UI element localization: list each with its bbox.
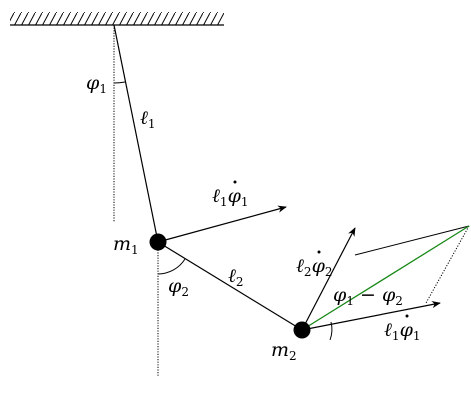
- label-l1: ℓ1: [140, 107, 156, 131]
- label-phi-difference: φ1 − φ2: [333, 284, 403, 308]
- velocity-vector-l1-phi1dot: [301, 301, 441, 331]
- time-derivative-dot: [233, 180, 237, 184]
- label-m2: m2: [271, 339, 297, 363]
- svg-text:ℓ1φ1: ℓ1φ1: [384, 319, 421, 343]
- label-l1-phi1-dot: ℓ1φ1: [212, 180, 249, 209]
- label-l2-phi2-dot: ℓ2φ2: [296, 250, 333, 279]
- angle-arc-phi2: [157, 258, 186, 275]
- label-phi1: φ1: [86, 72, 107, 96]
- label-m1: m1: [113, 233, 139, 257]
- svg-text:ℓ1φ1: ℓ1φ1: [212, 185, 249, 209]
- mass-m2: [293, 321, 311, 339]
- label-l2: ℓ2: [228, 265, 244, 289]
- resultant-velocity-line: [301, 225, 470, 331]
- time-derivative-dot: [317, 250, 321, 254]
- mass-m1: [149, 233, 167, 251]
- velocity-vector-l2-phi2dot: [301, 227, 356, 331]
- ceiling-support: [10, 12, 224, 26]
- velocity-vector-m1: [157, 205, 287, 243]
- label-l1-phi1-dot-m2: ℓ1φ1: [384, 314, 421, 343]
- label-phi2: φ2: [168, 275, 189, 299]
- ceiling-hatching: [10, 12, 224, 25]
- time-derivative-dot: [405, 314, 409, 318]
- rod-1: [113, 24, 159, 243]
- parallelogram-dotted-side: [425, 225, 470, 304]
- parallelogram-top-side: [354, 225, 470, 256]
- svg-text:ℓ2φ2: ℓ2φ2: [296, 255, 333, 279]
- rod-2: [157, 241, 303, 331]
- angle-arc-phi-diff: [329, 321, 333, 341]
- angle-arc-phi1: [113, 81, 126, 84]
